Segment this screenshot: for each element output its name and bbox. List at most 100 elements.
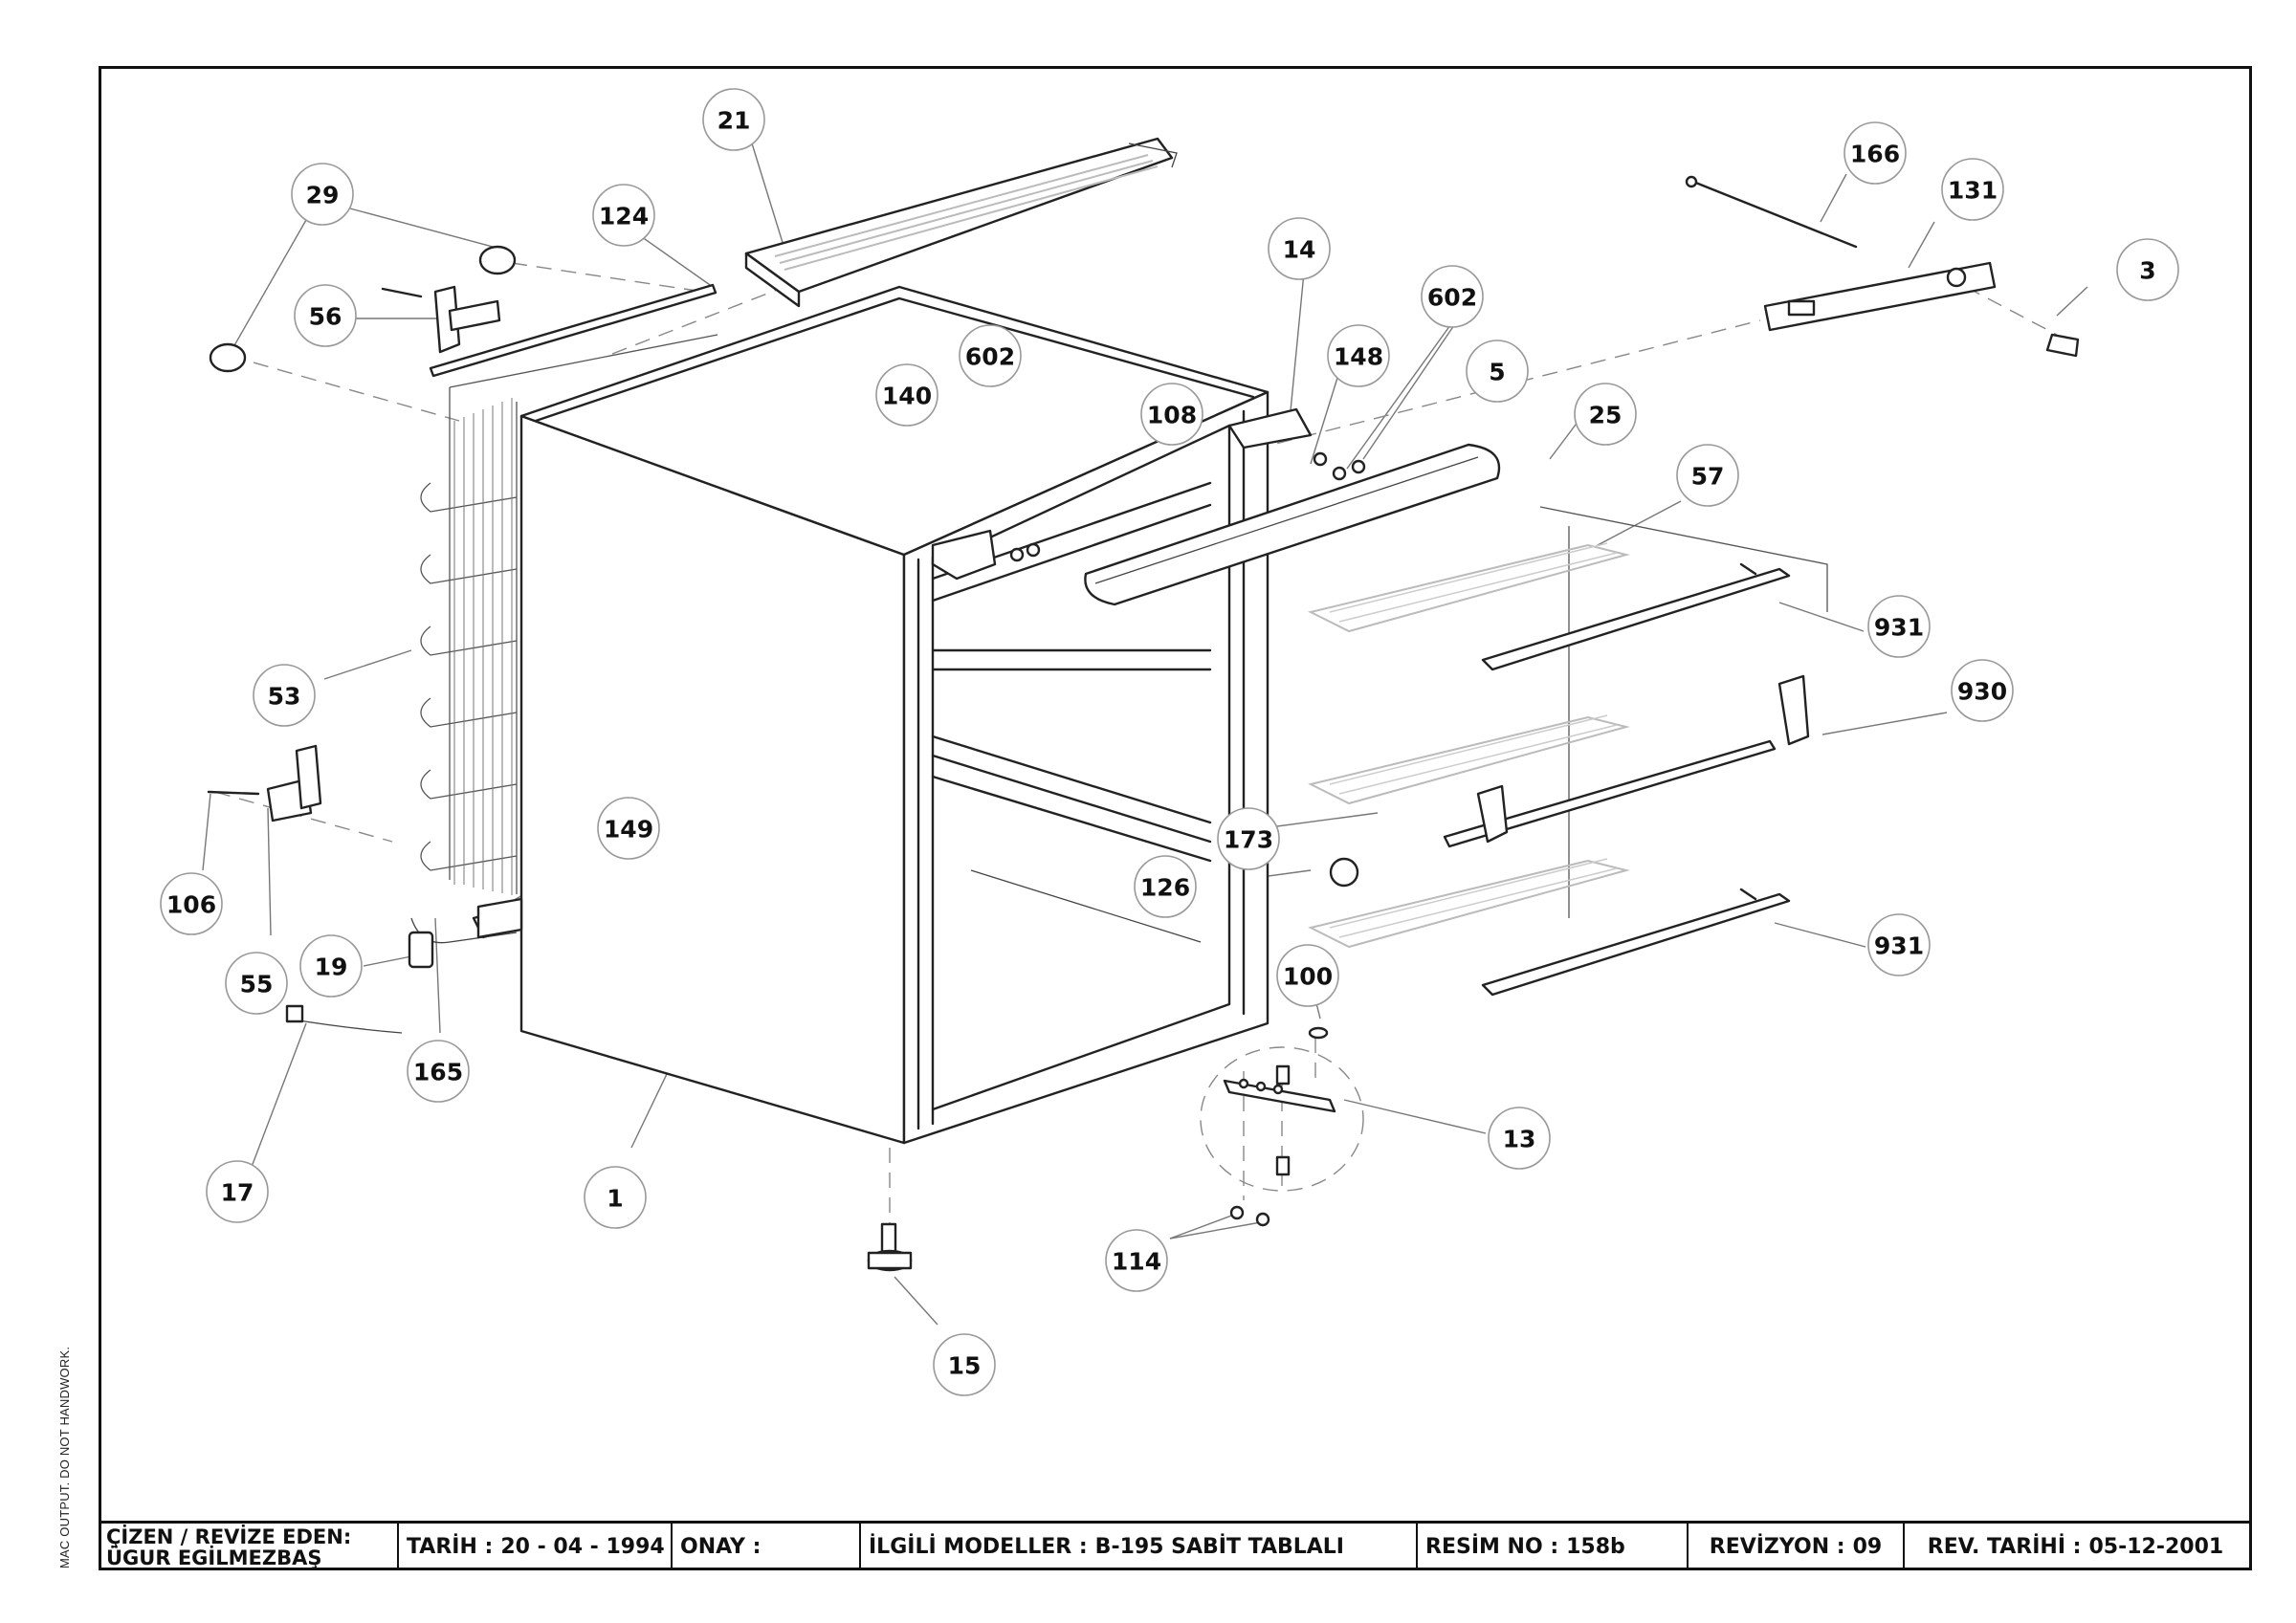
rev-date-label: REV. TARİHİ :	[1927, 1535, 2082, 1559]
part-label-149: 149	[597, 797, 660, 860]
part-label-text: 3	[2139, 257, 2155, 285]
part-label-text: 140	[882, 383, 932, 410]
part-label-circle	[206, 1160, 269, 1223]
part-label-circle	[1867, 913, 1931, 976]
top-trim	[1084, 443, 1501, 606]
part-label-circle	[1134, 855, 1197, 918]
part-label-circle	[875, 363, 938, 427]
part-label-5: 5	[1466, 340, 1529, 403]
part-label-108: 108	[1140, 383, 1203, 446]
part-label-53: 53	[253, 664, 316, 727]
part-label-text: 1	[607, 1185, 623, 1213]
models-label: İLGİLİ MODELLER :	[869, 1535, 1088, 1559]
part-number-balloons: 2129124561460260214814010852557166131393…	[160, 88, 2179, 1396]
part-label-text: 14	[1283, 236, 1316, 264]
approval-label: ONAY :	[680, 1535, 762, 1559]
part-label-text: 29	[306, 182, 340, 209]
part-label-100: 100	[1276, 944, 1339, 1007]
part-label-text: 55	[240, 971, 274, 998]
part-label-165: 165	[407, 1040, 470, 1103]
side-note: MAC OUTPUT. DO NOT HANDWORK.	[57, 1346, 72, 1568]
part-label-circle	[291, 163, 354, 226]
part-label-25: 25	[1574, 383, 1637, 446]
part-label-text: 173	[1224, 826, 1273, 854]
part-label-circle	[294, 284, 357, 347]
part-label-602: 602	[1421, 265, 1484, 328]
part-label-circle	[1843, 121, 1907, 185]
date-label: TARİH :	[407, 1535, 494, 1559]
part-label-21: 21	[702, 88, 765, 151]
part-label-text: 53	[268, 683, 301, 711]
drawing-no-label: RESİM NO :	[1425, 1535, 1559, 1559]
part-label-15: 15	[933, 1333, 996, 1396]
part-label-173: 173	[1217, 807, 1280, 870]
compressor-parts	[285, 897, 523, 1034]
part-label-text: 131	[1948, 177, 1998, 205]
leveling-foot	[867, 1222, 913, 1272]
part-label-text: 930	[1957, 678, 2007, 706]
date-cell: TARİH : 20 - 04 - 1994	[399, 1524, 673, 1570]
part-label-text: 57	[1691, 463, 1725, 491]
part-label-126: 126	[1134, 855, 1197, 918]
part-label-circle	[592, 184, 655, 247]
part-label-106: 106	[160, 872, 223, 935]
part-label-140: 140	[875, 363, 938, 427]
part-label-circle	[1951, 659, 2014, 722]
revision-label: REVİZYON :	[1709, 1535, 1845, 1559]
part-label-3: 3	[2116, 238, 2179, 301]
part-label-circle	[299, 934, 363, 998]
drawer-name: ÜGUR EGİLMEZBAŞ	[106, 1546, 322, 1569]
control-panel	[1685, 175, 2080, 358]
bottom-hinge-detail	[1200, 1026, 1364, 1227]
part-label-166: 166	[1843, 121, 1907, 185]
drawer-cell: ÇİZEN / REVİZE EDEN: ÜGUR EGİLMEZBAŞ	[99, 1524, 399, 1570]
part-label-text: 13	[1503, 1126, 1536, 1153]
title-block: ÇİZEN / REVİZE EDEN: ÜGUR EGİLMEZBAŞ TAR…	[99, 1521, 2252, 1570]
models-value: B-195 SABİT TABLALI	[1094, 1535, 1344, 1559]
part-label-circle	[1488, 1107, 1551, 1170]
part-label-text: 602	[965, 343, 1015, 371]
part-label-circle	[584, 1166, 647, 1229]
part-label-text: 931	[1874, 614, 1924, 642]
part-label-602: 602	[959, 324, 1022, 387]
part-label-circle	[1268, 217, 1331, 280]
part-label-148: 148	[1327, 324, 1390, 387]
drawing-no-value: 158b	[1566, 1535, 1625, 1559]
part-label-text: 108	[1147, 402, 1197, 429]
part-label-text: 15	[948, 1352, 982, 1380]
part-label-circle	[959, 324, 1022, 387]
drawing-frame	[99, 66, 2252, 1570]
revision-value: 09	[1852, 1535, 1883, 1559]
drawing-no-cell: RESİM NO : 158b	[1418, 1524, 1689, 1570]
part-label-circle	[1421, 265, 1484, 328]
part-label-circle	[253, 664, 316, 727]
part-label-text: 106	[166, 891, 216, 919]
part-label-55: 55	[225, 952, 288, 1015]
drawer-label: ÇİZEN / REVİZE EDEN:	[106, 1524, 352, 1548]
cover-strip	[429, 283, 718, 378]
part-label-57: 57	[1676, 444, 1739, 507]
part-label-text: 124	[599, 203, 649, 230]
revision-cell: REVİZYON : 09	[1689, 1524, 1905, 1570]
brackets	[207, 245, 517, 822]
part-label-circle	[1867, 595, 1931, 658]
part-label-circle	[1574, 383, 1637, 446]
assembly-dashes	[214, 262, 2058, 1243]
part-label-930: 930	[1951, 659, 2014, 722]
part-label-circle	[1941, 158, 2004, 221]
part-label-14: 14	[1268, 217, 1331, 280]
evaporator-and-shelves	[1308, 506, 1828, 997]
part-label-13: 13	[1488, 1107, 1551, 1170]
part-label-text: 114	[1112, 1248, 1161, 1276]
part-label-circle	[702, 88, 765, 151]
part-label-text: 126	[1140, 874, 1190, 902]
part-label-text: 5	[1489, 359, 1505, 386]
part-label-circle	[225, 952, 288, 1015]
part-label-circle	[597, 797, 660, 860]
part-label-text: 17	[221, 1179, 254, 1207]
part-label-circle	[1276, 944, 1339, 1007]
part-label-circle	[407, 1040, 470, 1103]
part-label-circle	[1105, 1229, 1168, 1292]
part-label-29: 29	[291, 163, 354, 226]
